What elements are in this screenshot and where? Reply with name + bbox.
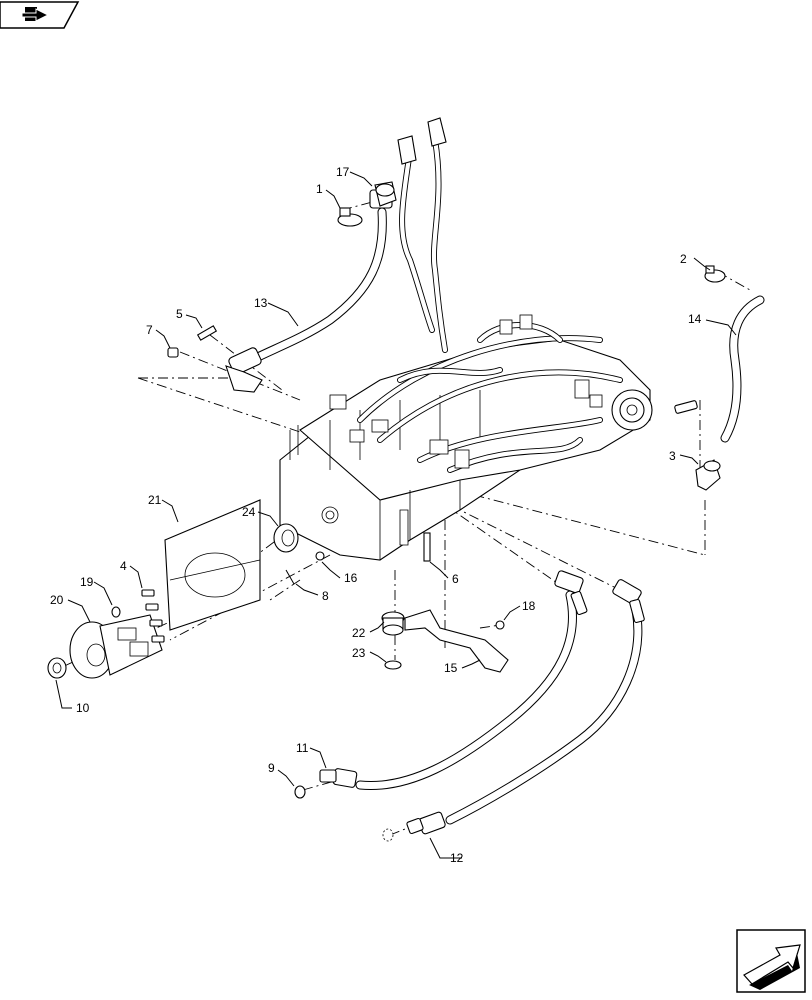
callout-14: 14 [688,312,702,326]
bolt-6 [423,532,431,562]
callout-2: 2 [680,252,687,266]
seal-24 [273,523,299,553]
next-page-arrow-icon[interactable] [736,929,806,993]
callout-1: 1 [316,182,323,196]
callout-9: 9 [268,761,275,775]
callout-22: 22 [352,626,366,640]
callout-3: 3 [669,449,676,463]
gasket-21 [164,499,261,631]
valve-assembly [279,314,653,561]
callout-16: 16 [344,571,358,585]
callout-20: 20 [50,593,64,607]
return-arrow-icon[interactable] [0,1,80,29]
callout-10: 10 [76,701,90,715]
mount-22 [381,611,405,636]
washer-18 [495,620,505,630]
seal-10 [47,657,67,679]
callout-6: 6 [452,572,459,586]
hose-12 [406,579,645,835]
callout-24: 24 [242,505,256,519]
fitting-17 [374,181,397,207]
pump-20 [69,614,163,679]
callout-labels: 1 2 3 4 5 6 7 8 9 10 11 12 13 14 15 16 1… [50,165,702,865]
bracket-15 [404,609,509,673]
callout-leaders [55,171,737,859]
callout-8: 8 [322,589,329,603]
callout-18: 18 [522,599,536,613]
bolts-4 [141,589,165,643]
washer-23 [384,660,402,670]
callout-19: 19 [80,575,94,589]
nipple-fitting [674,400,698,414]
nut-7 [167,347,179,358]
hose-13 [225,189,393,393]
callout-21: 21 [148,493,162,507]
callout-23: 23 [352,646,366,660]
oring-9 [294,785,306,799]
clamp-1 [337,207,363,227]
callout-7: 7 [146,323,153,337]
callout-15: 15 [444,661,458,675]
callout-17: 17 [336,165,350,179]
callout-4: 4 [120,559,127,573]
plug-16 [315,551,325,561]
oring-12-side [382,828,394,842]
pin-8 [285,569,295,585]
upper-hoses [397,117,448,353]
washer-19 [111,606,121,618]
fitting-3 [695,459,721,491]
callout-11: 11 [296,741,309,755]
callout-13: 13 [254,296,268,310]
hose-11 [319,570,588,791]
bolt-5 [196,325,218,341]
callout-12: 12 [450,851,464,865]
callout-5: 5 [176,307,183,321]
hose-14 [720,295,765,443]
